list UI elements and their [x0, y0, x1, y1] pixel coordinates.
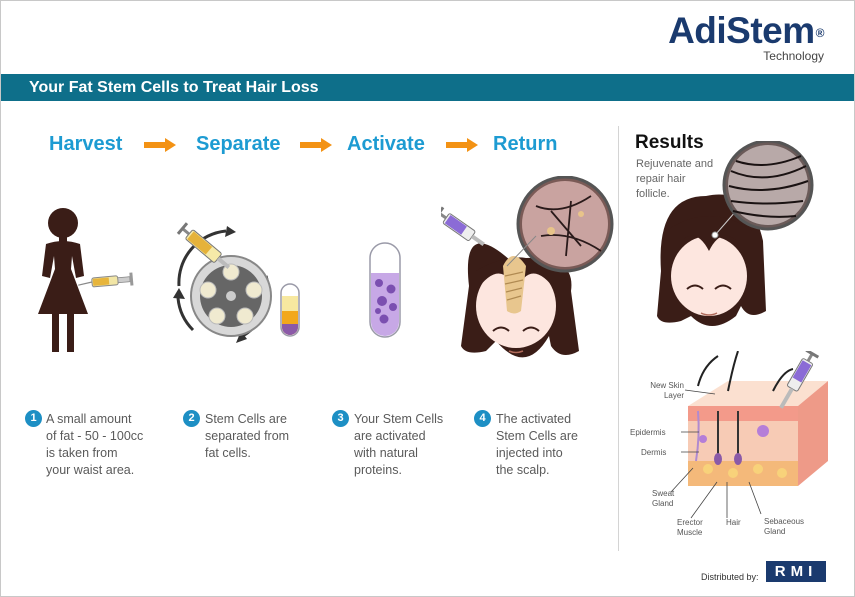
step-number-badge: 1: [25, 410, 42, 427]
rmi-logo: RMI: [766, 561, 826, 582]
step-description-harvest: A small amount of fat - 50 - 100cc is ta…: [46, 412, 144, 477]
woman-silhouette-icon: [38, 208, 134, 352]
logo-wordmark: AdiStem®: [668, 10, 825, 51]
centrifuge-icon: [173, 222, 300, 343]
label-epidermis: Epidermis: [630, 428, 666, 437]
label-dermis: Dermis: [641, 448, 667, 457]
registered-mark: ®: [815, 26, 825, 40]
step-title-return: Return: [493, 133, 558, 155]
arrow-right-icon: [144, 138, 176, 152]
step-description-separate: Stem Cells are separated from fat cells.: [205, 412, 290, 460]
step-title-harvest: Harvest: [49, 133, 123, 155]
step-number-badge: 2: [183, 410, 200, 427]
label-leader-lines: [670, 389, 762, 519]
step-title-separate: Separate: [196, 133, 281, 155]
test-tube-icon: [369, 242, 401, 338]
healthy-hair-head-icon: [657, 141, 814, 326]
step-description-return: The activated Stem Cells are injected in…: [496, 412, 578, 477]
scalp-injection-icon: [441, 176, 614, 358]
title-banner: Your Fat Stem Cells to Treat Hair Loss: [1, 74, 854, 101]
results-divider: [618, 126, 619, 551]
banner-title: Your Fat Stem Cells to Treat Hair Loss: [29, 79, 319, 96]
results-title: Results: [635, 132, 704, 153]
adistem-logo: AdiStem® Technology: [668, 10, 825, 64]
arrow-right-icon: [446, 138, 478, 152]
label-hair: Hair: [726, 518, 741, 527]
distributed-by-label: Distributed by:: [701, 572, 759, 582]
step-number-badge: 3: [332, 410, 349, 427]
logo-subtitle: Technology: [763, 49, 824, 63]
step-description-activate: Your Stem Cells are activated with natur…: [354, 412, 444, 477]
skin-cross-section-icon: [688, 351, 828, 486]
arrow-right-icon: [300, 138, 332, 152]
step-title-activate: Activate: [347, 133, 425, 155]
step-number-badge: 4: [474, 410, 491, 427]
results-description: Rejuvenate and repair hair follicle.: [636, 158, 714, 200]
